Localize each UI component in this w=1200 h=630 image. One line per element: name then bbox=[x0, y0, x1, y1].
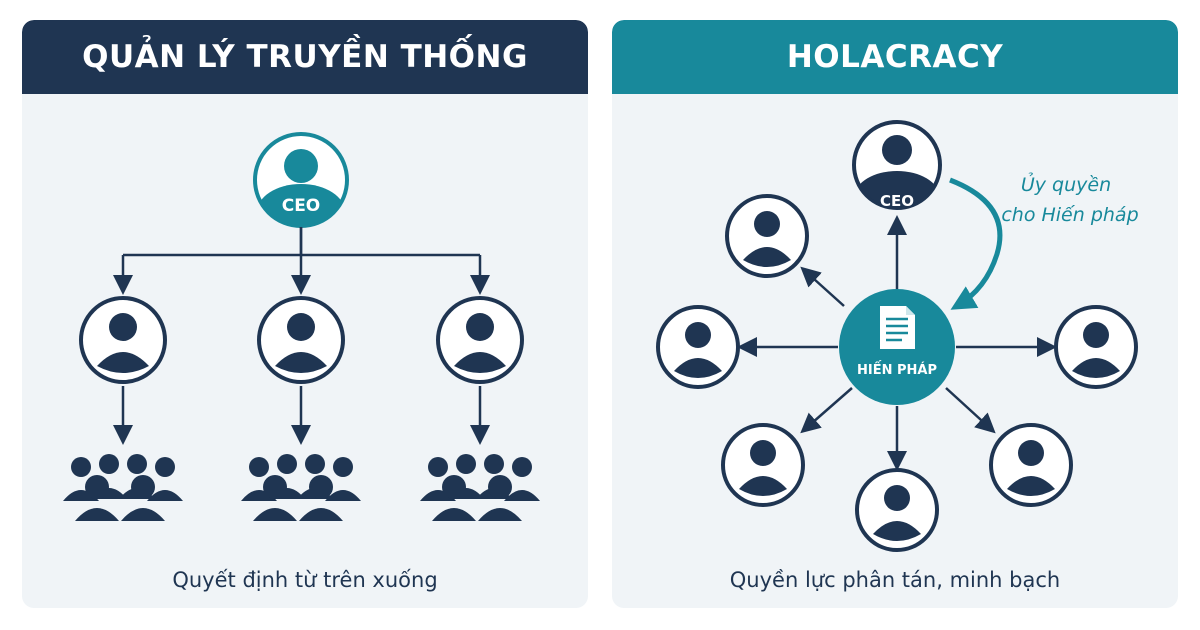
traditional-management-panel: QUẢN LÝ TRUYỀN THỐNG CEO bbox=[22, 20, 588, 608]
team-member-node bbox=[989, 423, 1073, 507]
traditional-management-title: QUẢN LÝ TRUYỀN THỐNG bbox=[22, 20, 588, 94]
traditional-caption: Quyết định từ trên xuống bbox=[172, 568, 438, 592]
holacracy-panel: HOLACRACY Ủy quyền cho Hiến pháp bbox=[612, 20, 1178, 608]
manager-node bbox=[79, 296, 167, 384]
ceo-label: CEO bbox=[282, 196, 321, 216]
team-member-node bbox=[725, 194, 809, 278]
team-member-node bbox=[721, 423, 805, 507]
ceo-node: CEO bbox=[253, 132, 349, 228]
delegation-annotation-line1: Ủy quyền bbox=[1021, 171, 1111, 196]
team-member-node bbox=[1054, 305, 1138, 389]
network-connectors bbox=[737, 215, 1057, 471]
team-group-icon bbox=[241, 454, 361, 521]
team-member-node bbox=[855, 468, 939, 552]
team-member-node bbox=[656, 305, 740, 389]
traditional-hierarchy-diagram: CEO bbox=[63, 132, 540, 521]
manager-node bbox=[257, 296, 345, 384]
holacracy-network-diagram: Ủy quyền cho Hiến pháp CEO bbox=[656, 120, 1139, 552]
team-group-icon bbox=[420, 454, 540, 521]
constitution-node: HIẾN PHÁP bbox=[839, 289, 955, 405]
hierarchy-connectors bbox=[113, 227, 490, 445]
ceo-person-icon bbox=[855, 135, 939, 207]
team-group-icon bbox=[63, 454, 183, 521]
holacracy-caption: Quyền lực phân tán, minh bạch bbox=[729, 568, 1061, 592]
delegation-arrow bbox=[949, 177, 1003, 310]
document-icon bbox=[880, 306, 915, 349]
holacracy-title: HOLACRACY bbox=[612, 20, 1178, 94]
ceo-node: CEO bbox=[852, 120, 942, 210]
ceo-person-icon bbox=[257, 149, 345, 225]
manager-node bbox=[436, 296, 524, 384]
delegation-annotation-line2: cho Hiến pháp bbox=[1001, 204, 1138, 226]
constitution-label: HIẾN PHÁP bbox=[857, 361, 937, 378]
ceo-label: CEO bbox=[880, 192, 914, 210]
